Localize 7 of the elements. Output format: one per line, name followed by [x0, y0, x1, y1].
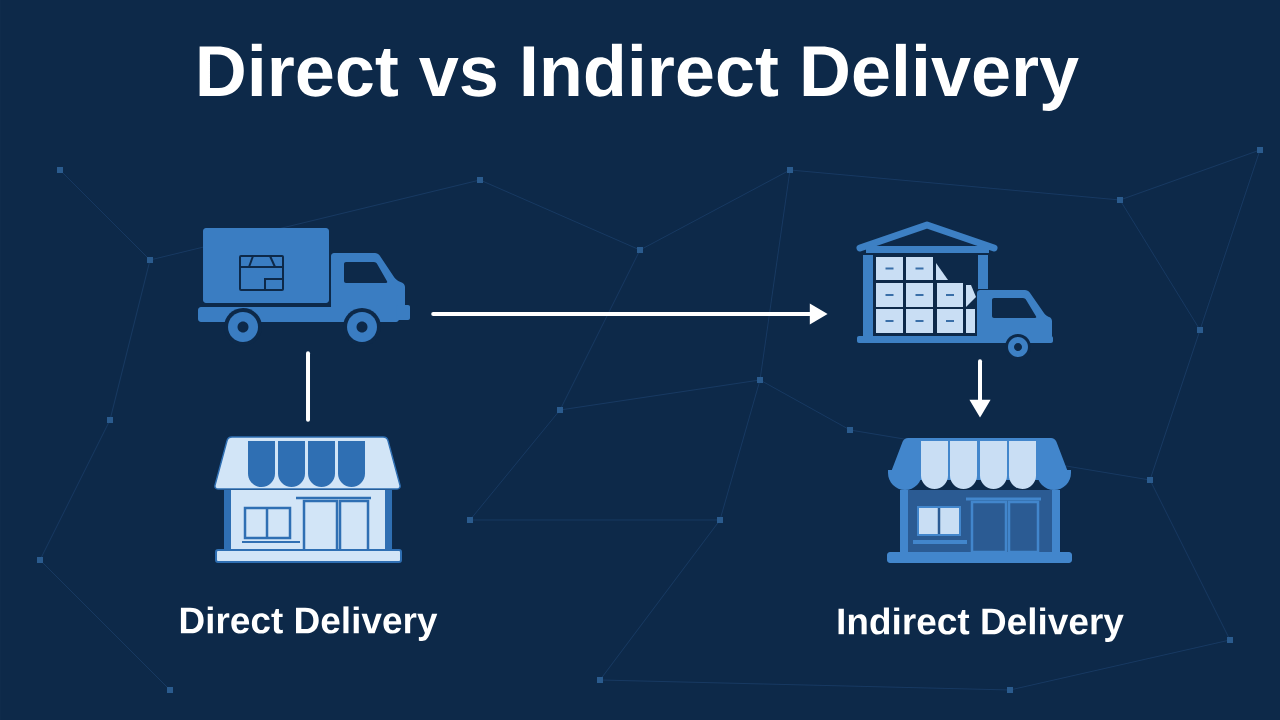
node-label: Indirect Delivery	[838, 607, 1124, 642]
storefront-icon	[887, 438, 1072, 563]
connector-line	[306, 351, 310, 422]
node-label: Direct Delivery	[180, 606, 438, 641]
title: Direct vs Indirect Delivery	[199, 43, 1079, 111]
warehouse-icon	[856, 221, 1053, 360]
storefront-icon	[214, 436, 402, 563]
